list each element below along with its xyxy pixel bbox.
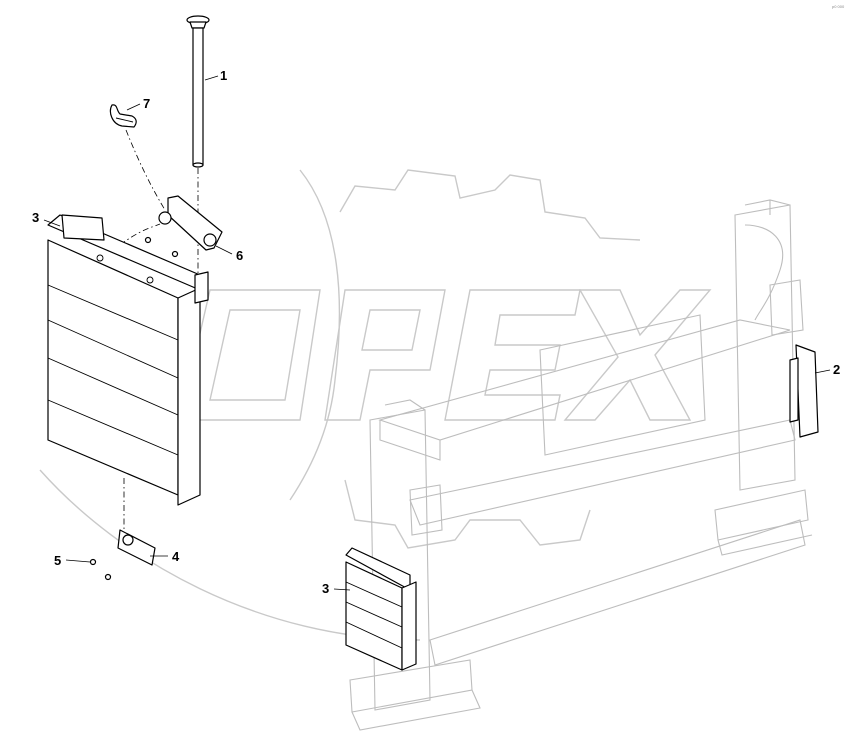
frame-cable bbox=[744, 224, 784, 321]
part-hinge-cover bbox=[789, 344, 819, 438]
panel-ribs bbox=[47, 284, 179, 456]
callout-6: 6 bbox=[236, 248, 243, 263]
pin-tip bbox=[192, 162, 204, 168]
small-panel-flange bbox=[401, 581, 417, 671]
lower-bracket-boss bbox=[122, 534, 134, 546]
callout-leaders bbox=[43, 75, 831, 591]
main-frame-assembly bbox=[349, 199, 813, 731]
callout-3-lower: 3 bbox=[322, 581, 329, 596]
frame-middle-beam bbox=[409, 419, 796, 526]
callout-4: 4 bbox=[172, 549, 180, 564]
part-pin bbox=[186, 15, 210, 275]
part-lower-bracket bbox=[89, 529, 156, 581]
panel-hole-1 bbox=[96, 254, 104, 262]
frame-left-foot bbox=[349, 659, 481, 731]
screw-upper-right bbox=[171, 250, 179, 258]
frame-right-post bbox=[734, 199, 796, 491]
leader-3a bbox=[43, 219, 61, 227]
part-upper-bracket bbox=[119, 195, 223, 258]
clip-wire bbox=[115, 117, 134, 123]
screw-lower-left bbox=[89, 558, 97, 566]
lower-bracket-plate bbox=[117, 529, 156, 566]
screw-lower-right bbox=[104, 573, 112, 581]
part-clip bbox=[109, 104, 166, 211]
pin-shaft bbox=[192, 27, 204, 166]
frame-bottom-bracket bbox=[409, 484, 443, 536]
watermark-e-letter bbox=[444, 289, 581, 421]
hinge-cover-knuckle bbox=[789, 357, 799, 423]
frame-right-bracket bbox=[769, 279, 804, 336]
callout-7: 7 bbox=[143, 96, 150, 111]
pin-head-base bbox=[189, 21, 207, 29]
frame-inner-box bbox=[539, 314, 706, 456]
panel-hole-2 bbox=[146, 276, 154, 284]
panel-face bbox=[47, 239, 179, 496]
callout-labels: 1 2 3 3 4 5 6 7 bbox=[32, 68, 840, 596]
clip-body bbox=[109, 104, 137, 128]
corner-code: p0 000 bbox=[832, 4, 845, 9]
frame-right-foot bbox=[714, 489, 813, 556]
upper-bracket-boss-right bbox=[203, 233, 217, 247]
screw-upper-left bbox=[144, 236, 152, 244]
leader-2 bbox=[814, 369, 831, 374]
leader-7 bbox=[126, 103, 141, 111]
leader-1 bbox=[204, 75, 219, 81]
watermark-o-letter bbox=[179, 289, 321, 421]
watermark-gear-outline bbox=[289, 169, 641, 549]
panel-top-tab bbox=[61, 214, 105, 241]
panel-side-flange bbox=[177, 287, 201, 506]
panel-hinge-knuckle bbox=[194, 271, 209, 304]
watermark-x-letter bbox=[563, 289, 712, 421]
callout-3-upper: 3 bbox=[32, 210, 39, 225]
watermark-p-letter bbox=[324, 289, 446, 421]
callout-1: 1 bbox=[220, 68, 227, 83]
part-side-panel-large bbox=[47, 214, 209, 535]
leader-6 bbox=[215, 245, 233, 255]
leader-5 bbox=[65, 559, 91, 563]
leader-3b bbox=[333, 588, 351, 591]
frame-lower-rail bbox=[429, 519, 806, 666]
callout-2: 2 bbox=[833, 362, 840, 377]
part-side-panel-small bbox=[345, 547, 417, 671]
small-panel-ribs bbox=[345, 581, 403, 649]
frame-top-beam bbox=[378, 319, 791, 461]
upper-bracket-boss-left bbox=[158, 211, 172, 225]
hinge-cover-body bbox=[795, 344, 819, 438]
callout-5: 5 bbox=[54, 553, 61, 568]
small-panel-top bbox=[345, 547, 411, 591]
upper-bracket-axis-line bbox=[119, 223, 161, 246]
clip-axis-line bbox=[125, 129, 166, 211]
